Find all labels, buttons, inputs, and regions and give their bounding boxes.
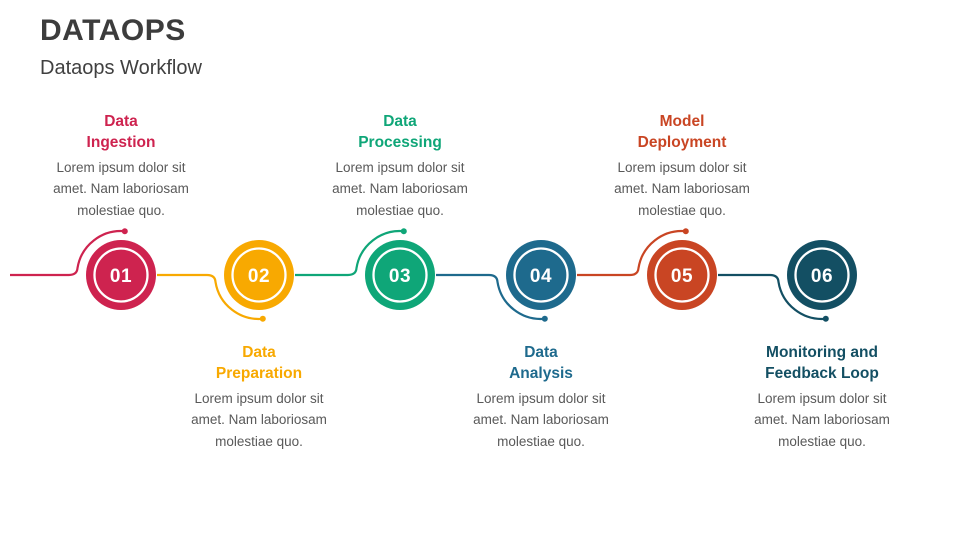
step-3-inner-ring: [372, 247, 428, 303]
step-2-circle: [224, 240, 294, 310]
step-5-end-dot: [682, 228, 689, 235]
timeline-step-5: 05: [577, 228, 717, 310]
step-6-label-block: Monitoring and Feedback Loop Lorem ipsum…: [727, 342, 917, 452]
timeline-step-1: 01: [10, 228, 156, 310]
step-1-end-dot: [121, 228, 128, 235]
step-3-number: 03: [389, 266, 411, 287]
timeline-step-4: 04: [436, 240, 576, 322]
step-2-label-block: Data Preparation Lorem ipsum dolor sit a…: [164, 342, 354, 452]
step-2-title: Data Preparation: [215, 344, 303, 382]
step-6-swirl-line: [718, 273, 826, 321]
step-6-number: 06: [811, 266, 833, 287]
step-3-title: Data Processing: [358, 113, 442, 151]
step-6-inner-ring: [794, 247, 850, 303]
step-1-title: Data Ingestion: [86, 113, 156, 151]
step-3-description: Lorem ipsum dolor sit amet. Nam laborios…: [332, 160, 468, 218]
timeline-step-6: 06: [718, 240, 857, 322]
step-5-swirl-line: [577, 229, 686, 277]
step-3-label-block: Data Processing Lorem ipsum dolor sit am…: [305, 111, 495, 221]
step-1-label-block: Data Ingestion Lorem ipsum dolor sit ame…: [26, 111, 216, 221]
step-6-description: Lorem ipsum dolor sit amet. Nam laborios…: [754, 391, 890, 449]
step-5-title: Model Deployment: [637, 113, 727, 151]
step-3-swirl-line: [295, 229, 404, 277]
step-2-swirl-line: [157, 273, 263, 321]
step-6-circle: [787, 240, 857, 310]
step-5-inner-ring: [654, 247, 710, 303]
step-2-end-dot: [259, 315, 266, 322]
step-1-description: Lorem ipsum dolor sit amet. Nam laborios…: [53, 160, 189, 218]
step-1-number: 01: [110, 266, 132, 287]
step-2-number: 02: [248, 266, 270, 287]
step-3-circle: [365, 240, 435, 310]
step-1-inner-ring: [93, 247, 149, 303]
step-1-circle: [86, 240, 156, 310]
step-2-description: Lorem ipsum dolor sit amet. Nam laborios…: [191, 391, 327, 449]
step-6-title: Monitoring and Feedback Loop: [765, 344, 879, 382]
step-4-label-block: Data Analysis Lorem ipsum dolor sit amet…: [446, 342, 636, 452]
step-4-circle: [506, 240, 576, 310]
timeline-step-2: 02: [157, 240, 294, 322]
step-5-circle: [647, 240, 717, 310]
step-5-description: Lorem ipsum dolor sit amet. Nam laborios…: [614, 160, 750, 218]
step-4-inner-ring: [513, 247, 569, 303]
step-6-end-dot: [822, 315, 829, 322]
step-4-title: Data Analysis: [509, 344, 573, 382]
step-4-swirl-line: [436, 273, 545, 321]
step-1-swirl-line: [10, 229, 125, 277]
step-4-description: Lorem ipsum dolor sit amet. Nam laborios…: [473, 391, 609, 449]
timeline-step-3: 03: [295, 228, 435, 310]
step-3-end-dot: [400, 228, 407, 235]
step-2-inner-ring: [231, 247, 287, 303]
step-5-label-block: Model Deployment Lorem ipsum dolor sit a…: [587, 111, 777, 221]
page-subtitle: Dataops Workflow: [40, 57, 202, 79]
step-5-number: 05: [671, 266, 693, 287]
header: DATAOPS Dataops Workflow: [40, 14, 202, 80]
step-4-end-dot: [541, 315, 548, 322]
page-title: DATAOPS: [40, 14, 186, 47]
step-4-number: 04: [530, 266, 552, 287]
